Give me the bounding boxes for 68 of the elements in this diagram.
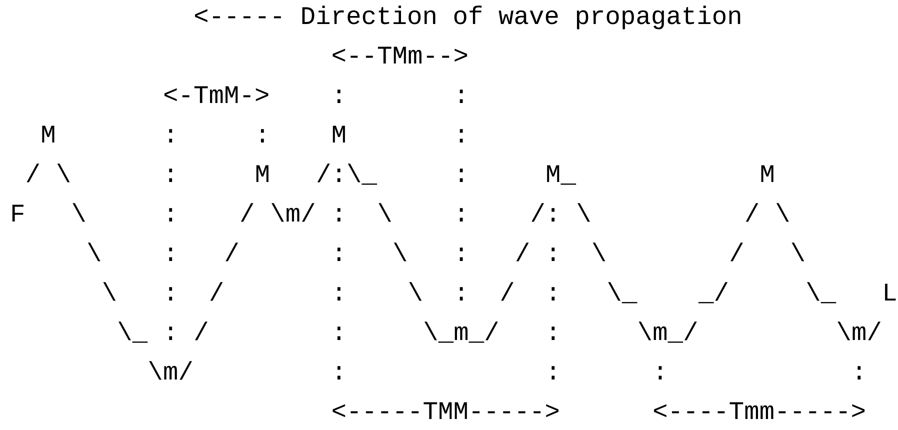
wave-stroke: /	[26, 164, 40, 182]
wave-stroke: \	[578, 203, 590, 222]
wave-stroke: \	[378, 203, 392, 222]
wave-stroke: \	[776, 203, 789, 222]
peak-label: M	[256, 165, 268, 182]
guide-mark: :	[337, 326, 340, 340]
end-label: L	[885, 284, 896, 300]
guide-mark: :	[169, 168, 172, 182]
wave-stroke: /	[501, 282, 514, 301]
guide-mark: :	[658, 366, 662, 380]
wave-stroke: \_	[118, 322, 148, 343]
guide-mark: :	[552, 248, 555, 261]
guide-mark: :	[858, 366, 861, 380]
wave-stroke: \	[409, 282, 422, 301]
period-label: <--TMm-->	[332, 46, 468, 64]
trough-label: \m/	[838, 322, 880, 340]
peak-label: M	[332, 126, 345, 142]
wave-stroke: /:\_	[317, 164, 378, 185]
guide-mark: :	[460, 248, 463, 261]
wave-stroke: \	[72, 203, 86, 222]
guide-mark: :	[552, 326, 555, 340]
guide-mark: :	[460, 208, 463, 222]
guide-mark: :	[337, 366, 340, 380]
guide-mark: :	[169, 248, 172, 261]
guide-mark: :	[460, 90, 463, 103]
guide-mark: :	[169, 129, 172, 142]
wave-stroke: /	[226, 242, 238, 262]
guide-mark: :	[260, 129, 264, 142]
wave-stroke: \	[103, 282, 116, 301]
trough-label: \m/	[149, 361, 192, 380]
guide-mark: :	[337, 287, 340, 300]
trough-label: \_m_/	[424, 322, 498, 343]
wave-stroke: /	[195, 322, 208, 340]
trough-label: \m/	[272, 203, 314, 222]
wave-stroke: \	[57, 164, 70, 182]
wave-stroke: /	[240, 203, 254, 222]
period-label: <-TmM->	[164, 86, 268, 103]
wave-stroke: \_	[608, 282, 638, 304]
guide-mark: :	[169, 208, 172, 222]
wave-stroke: /	[516, 242, 529, 262]
wave-stroke: \_	[807, 282, 836, 304]
wave-stroke: \	[592, 242, 606, 262]
wave-stroke: /	[210, 282, 223, 301]
direction-label: <----- Direction of wave propagation	[195, 6, 740, 30]
wave-stroke: /:	[532, 203, 554, 222]
wave-stroke: \	[792, 242, 804, 262]
peak-label: M	[42, 126, 54, 142]
wave-stroke: _/	[698, 282, 728, 304]
wave-stroke: \	[394, 242, 406, 262]
guide-mark: :	[460, 129, 463, 142]
guide-mark: :	[337, 90, 340, 103]
trough-label: \m_/	[638, 322, 697, 343]
wave-stroke: /	[730, 242, 743, 262]
guide-mark: :	[460, 168, 463, 182]
wave-stroke: \	[88, 242, 100, 262]
period-label: <----Tmm----->	[654, 402, 865, 419]
peak-label: M	[761, 165, 774, 182]
guide-mark: :	[337, 208, 340, 222]
end-label: F	[12, 204, 24, 222]
guide-mark: :	[169, 326, 172, 340]
guide-mark: :	[552, 366, 555, 380]
guide-mark: :	[460, 287, 463, 300]
period-label: <-----TMM----->	[332, 402, 558, 419]
guide-mark: :	[169, 287, 172, 300]
guide-mark: :	[552, 287, 555, 300]
peak-label: M_	[547, 165, 576, 185]
guide-mark: :	[337, 248, 340, 261]
wave-stroke: /	[746, 203, 758, 222]
